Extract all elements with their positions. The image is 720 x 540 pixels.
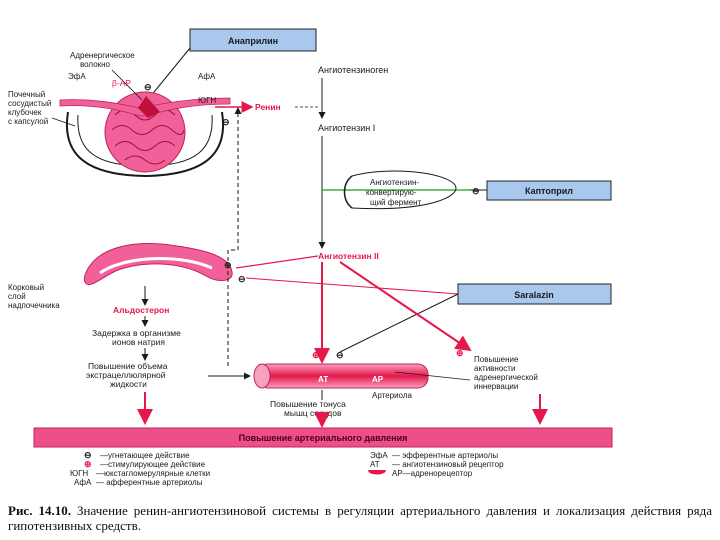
angiotensinogen-label: Ангиотензиноген: [318, 65, 388, 75]
volume-line2: экстрацеллюлярной: [86, 370, 166, 380]
arteriole-vessel: [253, 363, 429, 389]
angiotensin2-label: Ангиотензин II: [318, 251, 379, 261]
caption-text: Значение ренин-ангиотензиновой системы в…: [8, 503, 713, 533]
legend-right-sym-1: АТ: [370, 460, 380, 469]
beta-ar-label: β-АР: [112, 78, 131, 88]
adrenergic-activity-line1: Повышение: [474, 355, 519, 364]
ace-enzyme: [322, 170, 470, 210]
bp-increase-label: Повышение артериального давления: [239, 433, 408, 443]
adrenergic-activity-line2: активности: [474, 364, 515, 373]
cortex-line2: слой: [8, 292, 26, 301]
minus-sign-adrenal: ⊖: [238, 274, 246, 284]
kaptopril-label: Каптоприл: [525, 186, 573, 196]
adrenergic-activity-line4: иннервации: [474, 382, 518, 391]
legend-left-sym-3: АфА: [74, 478, 92, 487]
adrenergic-fiber-line2: волокно: [80, 60, 111, 69]
renin-label: Ренин: [255, 102, 281, 112]
glomerulus-line3: клубочек: [8, 108, 42, 117]
volume-line3: жидкости: [110, 379, 147, 389]
caption-label: Рис. 14.10.: [8, 503, 71, 518]
afa-label: АфА: [198, 72, 216, 81]
adrenal-cortex: [83, 243, 233, 285]
legend-left-sym-0: ⊖: [84, 450, 92, 460]
angiotensin1-label: Ангиотензин I: [318, 123, 375, 133]
kidney-glomerulus: [59, 91, 231, 178]
volume-line1: Повышение объема: [88, 361, 168, 371]
legend-right-sym-0: ЭфА: [370, 451, 388, 460]
plus-sign-at: ⊕: [312, 350, 320, 360]
minus-sign-kaptopril: ⊖: [472, 186, 480, 196]
glomerulus-line1: Почечный: [8, 90, 45, 99]
saralazin-label: Saralazin: [514, 290, 554, 300]
retention-line2: ионов натрия: [112, 337, 165, 347]
anaprilin-box: [189, 28, 317, 52]
ace-line1: Ангиотензин-: [370, 178, 419, 187]
adrenergic-fiber-line1: Адренергическое: [70, 51, 135, 60]
cortex-line3: надпочечника: [8, 301, 60, 310]
aldosterone-label: Альдостерон: [113, 305, 169, 315]
adrenoreceptor-icon: [368, 470, 386, 475]
ace-line3: щий фермент: [370, 198, 422, 207]
legend-left-text-1: —стимулирующее действие: [100, 460, 206, 469]
renin-angiotensin-diagram: Анаприлин Каптоприл Saralazin Адренергич…: [8, 28, 613, 487]
minus-sign-saralazin: ⊖: [336, 350, 344, 360]
tone-line2: мышц сосудов: [284, 408, 342, 418]
anaprilin-label: Анаприлин: [228, 36, 278, 46]
cortex-line1: Корковый: [8, 283, 44, 292]
figure-caption: Рис. 14.10. Значение ренин-ангиотензинов…: [8, 503, 712, 533]
ar-receptor-label: АР: [372, 375, 384, 384]
adrenergic-activity-line3: адренергической: [474, 373, 538, 382]
legend-left-text-3: — афферентные артериолы: [96, 478, 203, 487]
minus-sign-anaprilin: ⊖: [144, 82, 152, 92]
tone-line1: Повышение тонуса: [270, 399, 346, 409]
legend-right-text-1: — ангиотензиновый рецептор: [392, 460, 504, 469]
glomerulus-line4: с капсулой: [8, 117, 48, 126]
yugn-label: ЮГН: [198, 96, 216, 105]
arteriole-label: Артериола: [372, 391, 412, 400]
ace-line2: конвертирую-: [366, 188, 417, 197]
legend-left-sym-1: ⊕: [84, 459, 92, 469]
legend-right-text-2: АР—адренорецептор: [392, 469, 473, 478]
retention-line1: Задержка в организме: [92, 328, 181, 338]
legend-right-text-0: — эфферентные артериолы: [392, 451, 498, 460]
legend-left-sym-2: ЮГН: [70, 469, 88, 478]
plus-sign-adrenergic: ⊕: [456, 348, 464, 358]
at-receptor-label: АТ: [318, 375, 328, 384]
glomerulus-line2: сосудистый: [8, 99, 51, 108]
bp-increase-banner: [33, 427, 613, 448]
legend-left-text-2: —юкстагломерулярные клетки: [96, 469, 210, 478]
efa-label: ЭфА: [68, 72, 86, 81]
minus-sign-feedback: ⊖: [222, 117, 230, 127]
legend: ⊖ —угнетающее действие ⊕ —стимулирующее …: [70, 450, 504, 487]
legend-left-text-0: —угнетающее действие: [100, 451, 190, 460]
